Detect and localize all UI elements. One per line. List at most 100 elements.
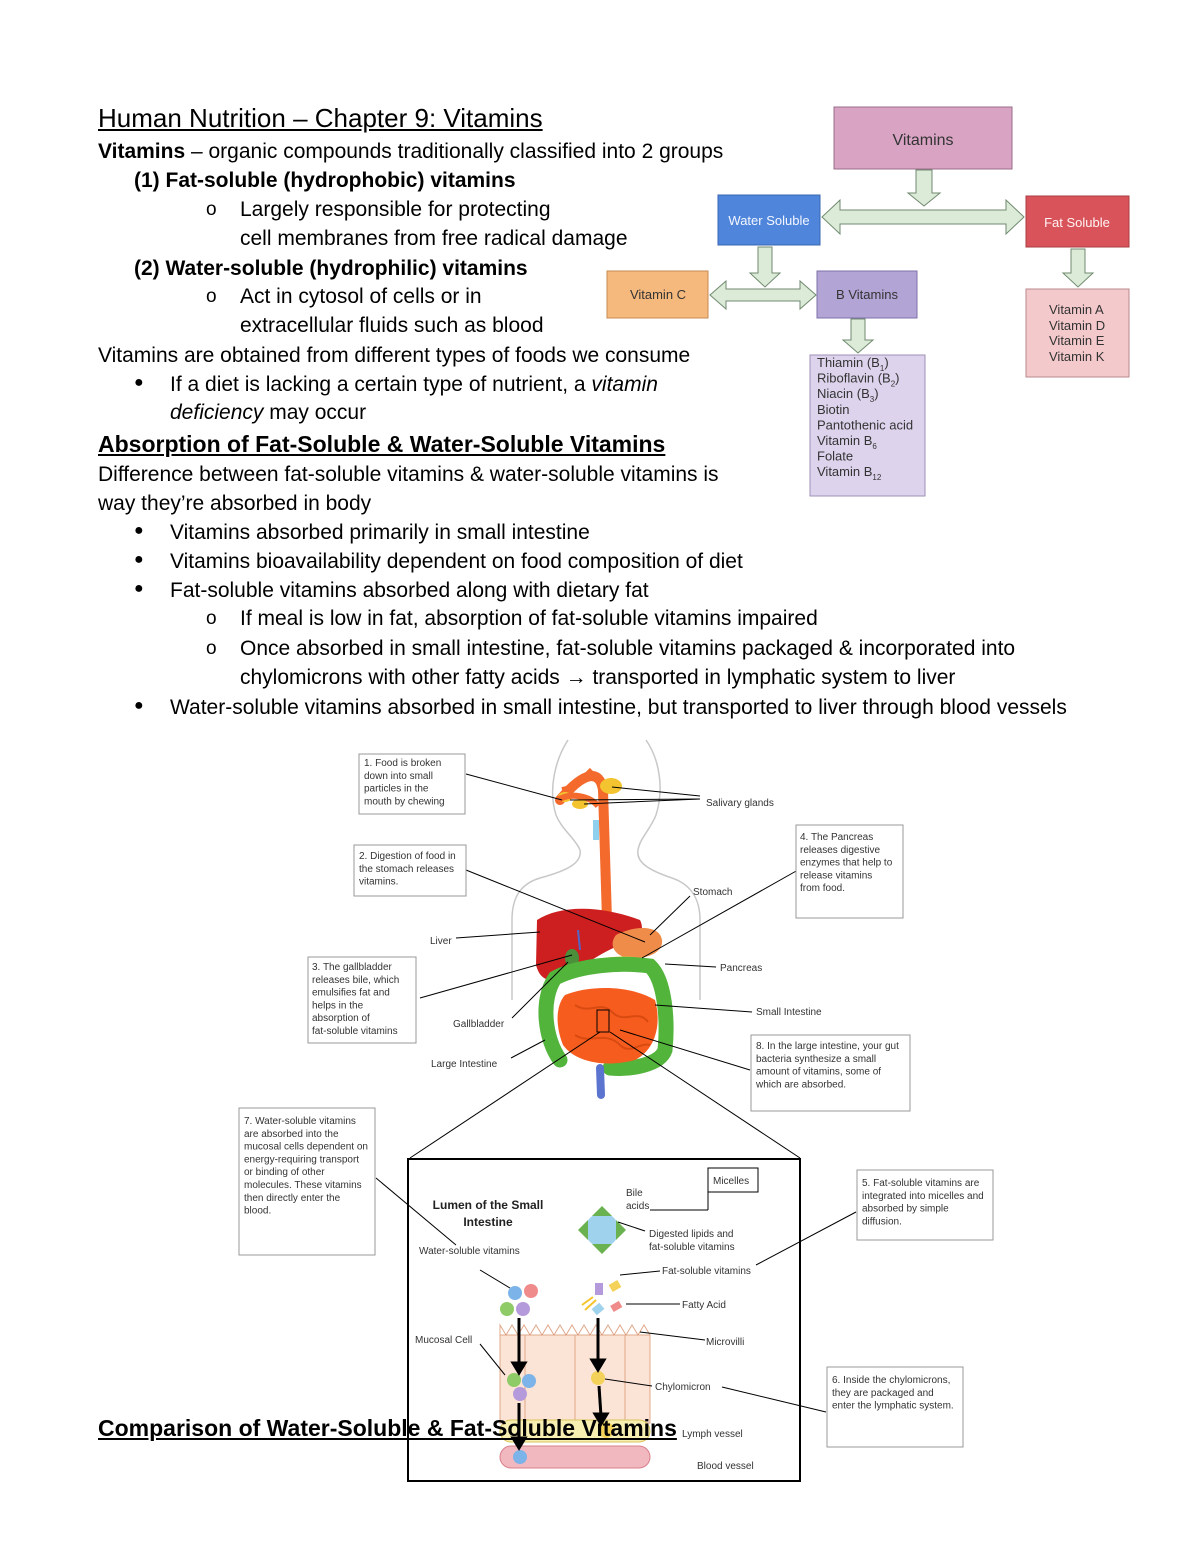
callout-line: down into small [364, 771, 433, 782]
label-bile-acids-2: acids [626, 1201, 649, 1212]
node-water-soluble: Water Soluble [717, 194, 821, 246]
large-intestine [538, 956, 674, 1076]
bullet-small-intestine: Vitamins absorbed primarily in small int… [170, 521, 590, 544]
deficiency-post: may occur [263, 401, 367, 424]
label-microvilli: Microvilli [706, 1337, 744, 1348]
b-list-item: Thiamin (B1) [817, 355, 889, 373]
callout-line: or binding of other [244, 1167, 325, 1178]
arrow-water-fat [821, 198, 1025, 236]
node-fat-soluble: Fat Soluble [1025, 195, 1130, 248]
absorption-arrows [510, 1318, 610, 1451]
label-lumen-1: Lumen of the Small [433, 1198, 544, 1212]
definition-term: Vitamins [98, 140, 186, 163]
callout-line: mucosal cells dependent on [244, 1142, 368, 1153]
callout-line: bacteria synthesize a small [756, 1054, 876, 1065]
callout-line: particles in the [364, 784, 429, 795]
zoom-line [409, 1031, 601, 1159]
sub-bullet: o [206, 199, 217, 220]
bile-duct [577, 929, 581, 951]
callout-line: emulsifies fat and [312, 988, 390, 999]
callout-gallbladder: 3. The gallbladder releases bile, which em… [307, 956, 417, 1044]
definition-line: Vitamins – organic compounds traditional… [98, 138, 723, 166]
difference-line1: Difference between fat-soluble vitamins … [98, 463, 719, 486]
b-vitamins-list-box: Thiamin (B1)Riboflavin (B2)Niacin (B3)Bi… [809, 354, 926, 497]
rectum [596, 1064, 605, 1099]
absorption-heading: Absorption of Fat-Soluble & Water-Solubl… [98, 431, 666, 457]
callout-line: which are absorbed. [755, 1079, 846, 1090]
deficiency-em2: deficiency [170, 401, 264, 424]
sub-bullet: o [206, 638, 217, 659]
callout-line: 4. The Pancreas [800, 832, 873, 843]
sub-bullet: o [206, 286, 217, 307]
node-bvit-label: B Vitamins [836, 287, 898, 302]
sub-low-fat: If meal is low in fat, absorption of fat… [240, 607, 818, 630]
stomach [612, 928, 663, 959]
node-vitamins-label: Vitamins [892, 132, 953, 149]
label-salivary-glands: Salivary glands [706, 798, 774, 809]
callout-line: 2. Digestion of food in [359, 851, 456, 862]
inset-leader-lines [375, 1177, 857, 1413]
label-stomach: Stomach [693, 887, 732, 898]
svg-text:6. Inside the chylomicrons,the: 6. Inside the chylomicrons,they are pack… [832, 1375, 954, 1412]
bullet-water-soluble: Water-soluble vitamins absorbed in small… [170, 696, 1067, 719]
group2-sub-line1: Act in cytosol of cells or in [240, 285, 482, 308]
group2-sub-line2: extracellular fluids such as blood [240, 314, 544, 337]
node-vitc-label: Vitamin C [630, 287, 686, 302]
callout-line: they are packaged and [832, 1388, 934, 1399]
b-list-item: Pantothenic acid [817, 417, 913, 432]
callout-line: absorption of [312, 1013, 370, 1024]
callout-line: diffusion. [862, 1216, 902, 1227]
difference-line2: way they’re absorbed in body [98, 492, 372, 515]
callout-line: 7. Water-soluble vitamins [244, 1116, 356, 1127]
group1-sub-line1: Largely responsible for protecting [240, 198, 551, 221]
callout-line: releases bile, which [312, 975, 399, 986]
callout-line: amount of vitamins, some of [756, 1067, 881, 1078]
callout-line: 5. Fat-soluble vitamins are [862, 1178, 980, 1189]
deficiency-pre: If a diet is lacking a certain type of n… [170, 373, 592, 396]
comparison-heading: Comparison of Water-Soluble & Fat-Solubl… [98, 1415, 677, 1441]
label-water-soluble-vitamins: Water-soluble vitamins [419, 1246, 520, 1257]
label-bile-acids-1: Bile [626, 1188, 643, 1199]
bullet: ● [134, 580, 144, 597]
label-fat-soluble-vitamins: Fat-soluble vitamins [662, 1266, 751, 1277]
body-outline [511, 739, 701, 1000]
callout-line: helps in the [312, 1000, 364, 1011]
arrow-water-down [748, 246, 782, 288]
node-water-label: Water Soluble [728, 213, 809, 228]
deficiency-em1: vitamin [591, 373, 658, 396]
deficiency-line1: If a diet is lacking a certain type of n… [170, 371, 658, 399]
sub-chylomicrons-line1: Once absorbed in small intestine, fat-so… [240, 637, 1016, 660]
small-intestine [557, 988, 658, 1064]
label-fatty-acid: Fatty Acid [682, 1300, 726, 1311]
label-micelles: Micelles [713, 1176, 749, 1187]
bullet: ● [134, 374, 144, 391]
label-lymph-vessel: Lymph vessel [682, 1429, 743, 1440]
callout-line: molecules. These vitamins [244, 1180, 362, 1191]
node-vitamin-c: Vitamin C [606, 270, 709, 319]
label-mucosal-cell: Mucosal Cell [415, 1335, 472, 1346]
callout-line: 8. In the large intestine, your gut [756, 1041, 899, 1052]
label-pancreas: Pancreas [720, 963, 762, 974]
arrow-fat-down [1061, 248, 1095, 288]
water-soluble-vitamins-icon [500, 1284, 538, 1464]
callout-line: 3. The gallbladder [312, 962, 393, 973]
b-list-item: Biotin [817, 402, 850, 417]
callout-line: release vitamins [800, 870, 872, 881]
callout-line: mouth by chewing [364, 796, 445, 807]
sub-chylomicrons-line2: chylomicrons with other fatty acids → tr… [240, 666, 956, 689]
svg-text:8. In the large intestine, you: 8. In the large intestine, your gut bacte… [755, 1041, 899, 1090]
b-list-item: Niacin (B3) [817, 386, 879, 404]
group-water-soluble: (2) Water-soluble (hydrophilic) vitamins [134, 257, 528, 280]
svg-text:Vitamin A Vitamin D: Vitamin A Vitamin D Vitamin E Vitamin K [1049, 302, 1109, 364]
callout-line: releases digestive [800, 845, 880, 856]
group1-sub-line2: cell membranes from free radical damage [240, 227, 628, 250]
bullet-fat-soluble: Fat-soluble vitamins absorbed along with… [170, 579, 649, 602]
node-fat-label: Fat Soluble [1044, 215, 1110, 230]
